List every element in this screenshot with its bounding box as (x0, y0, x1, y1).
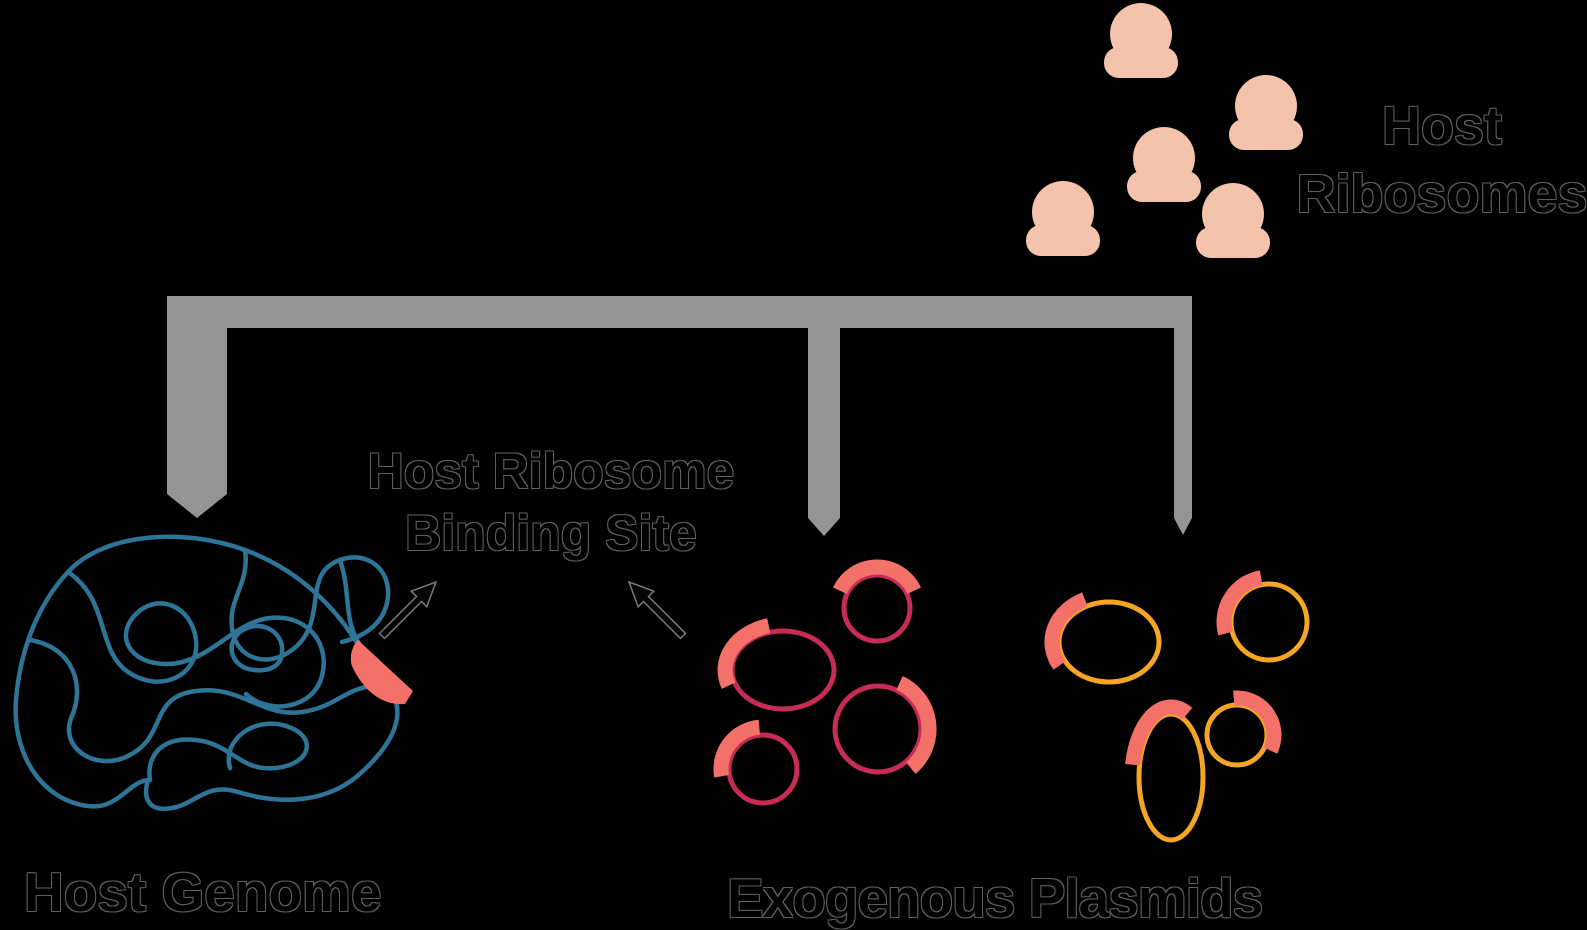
binding-site-arc (1216, 570, 1263, 636)
connector-bracket (167, 296, 1192, 536)
rbs-line2: Binding Site (405, 505, 697, 561)
red-plasmid (832, 683, 924, 775)
host-ribosomes-line1: Host (1382, 96, 1502, 156)
host-genome-tangle (13, 534, 413, 812)
host-ribosomes-label: Host Ribosomes (1296, 92, 1587, 228)
rbs-line1: Host Ribosome (367, 443, 735, 499)
binding-site-on-genome (350, 640, 413, 705)
rbs-arrow-right (627, 580, 687, 640)
ribosome-icon (1229, 75, 1303, 150)
host-ribosome-group (1026, 3, 1303, 258)
red-plasmid-group (713, 559, 937, 806)
rbs-arrow-left (378, 580, 438, 640)
binding-site-arc (1233, 690, 1282, 754)
red-plasmid (726, 732, 800, 806)
ribosome-binding-site-label: Host Ribosome Binding Site (331, 440, 771, 564)
exogenous-plasmids-label: Exogenous Plasmids (727, 867, 1263, 929)
red-plasmid (841, 572, 913, 644)
orange-plasmid (1056, 599, 1162, 685)
binding-site-arc (713, 719, 761, 778)
host-genome-label: Host Genome (24, 861, 382, 923)
ribosome-icon (1026, 181, 1100, 256)
binding-site-arc (1125, 699, 1193, 766)
binding-site-arc (896, 676, 937, 774)
orange-plasmid-group (1044, 570, 1310, 843)
binding-site-arc (717, 618, 771, 689)
ribosome-icon (1127, 127, 1201, 202)
ribosome-icon (1104, 3, 1178, 78)
binding-site-arc (832, 559, 922, 595)
host-ribosomes-line2: Ribosomes (1296, 164, 1587, 224)
binding-site-arc (1044, 592, 1088, 670)
ribosome-icon (1196, 183, 1270, 258)
